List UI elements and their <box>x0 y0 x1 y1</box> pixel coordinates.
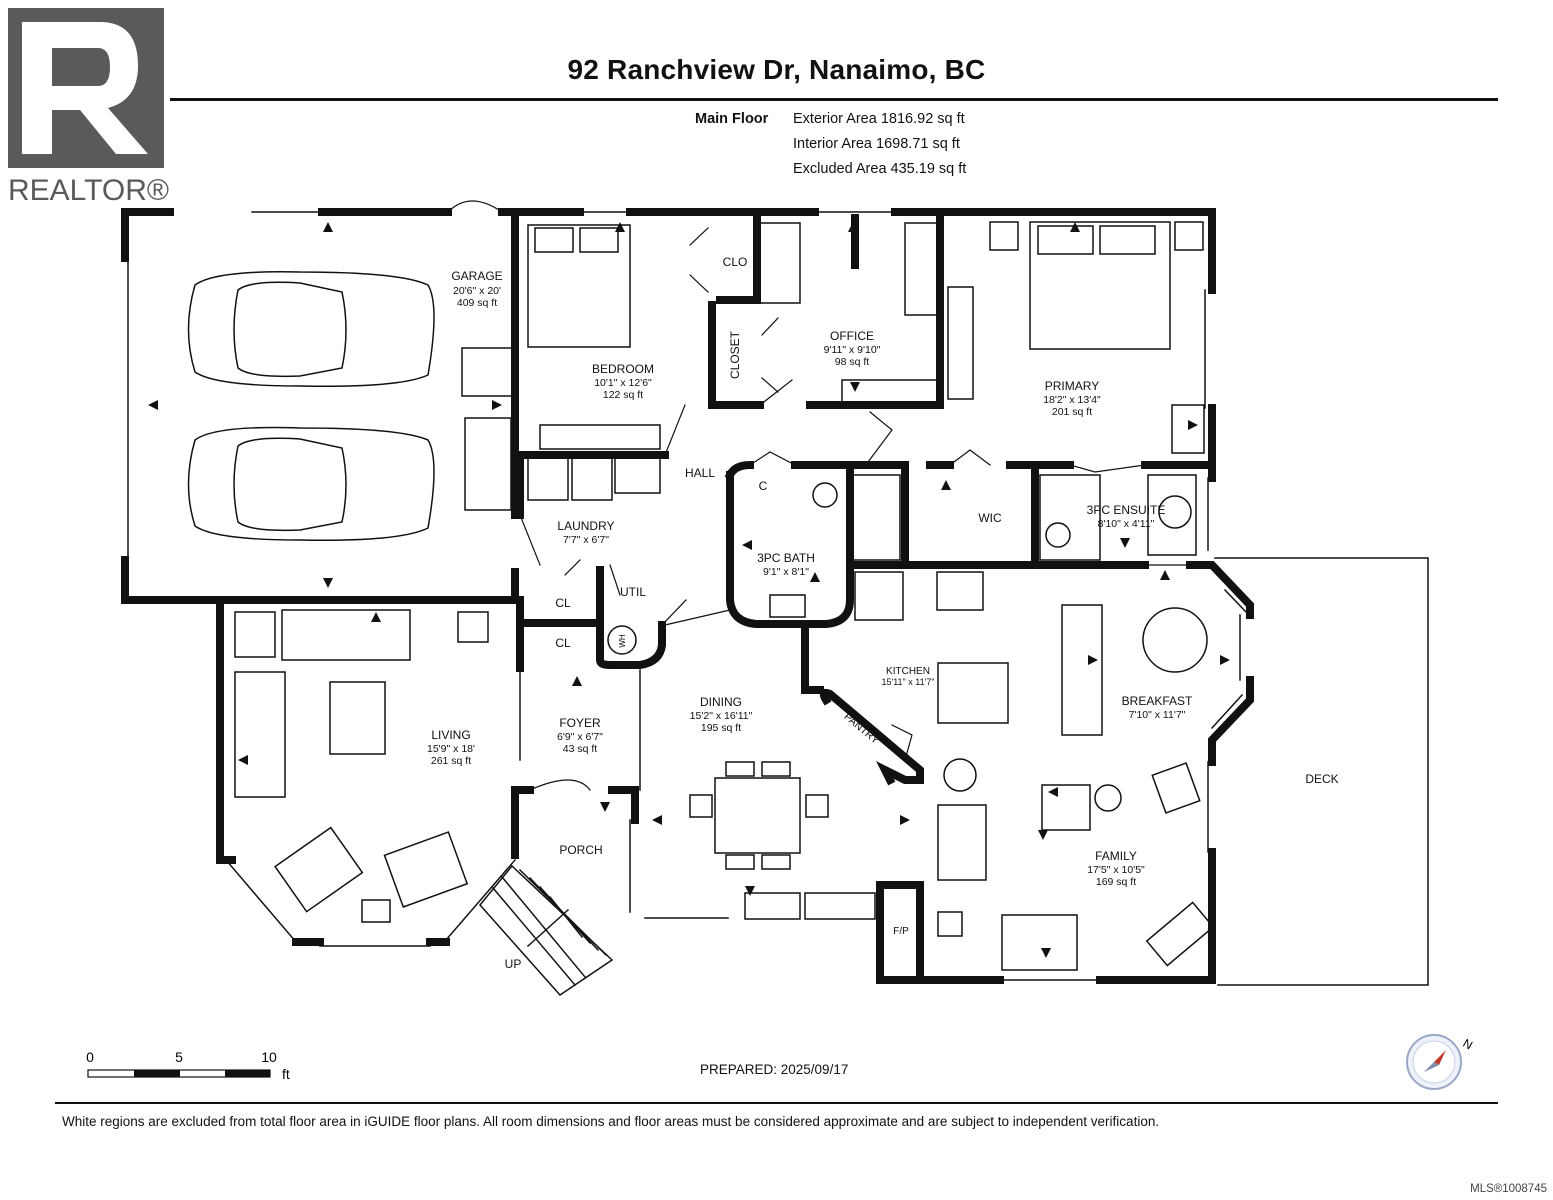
primary-dims: 18'2" x 13'4" <box>1043 394 1101 406</box>
up-label: UP <box>505 957 522 971</box>
deck-label: DECK <box>1305 772 1338 786</box>
kitchen-label: KITCHEN <box>886 666 930 677</box>
floor-label: Main Floor <box>695 111 769 127</box>
foyer-dims: 6'9" x 6'7" <box>557 731 603 743</box>
cl-label-1: CL <box>555 596 571 610</box>
bedroom-area: 122 sq ft <box>603 389 643 401</box>
footer-divider <box>55 1102 1498 1104</box>
porch-stairs <box>479 864 614 996</box>
scale-label-5: 5 <box>175 1049 183 1065</box>
living-label: LIVING <box>431 728 470 742</box>
compass-icon: N <box>1406 1034 1475 1090</box>
scale-unit: ft <box>282 1066 290 1082</box>
bath-dims: 9'1" x 8'1" <box>763 566 809 578</box>
util-label: UTIL <box>620 585 646 599</box>
clo-label: CLO <box>723 255 748 269</box>
window-markers <box>148 222 1230 958</box>
dining-dims: 15'2" x 16'11" <box>690 710 753 722</box>
office-area: 98 sq ft <box>835 356 870 368</box>
exterior-area: Exterior Area 1816.92 sq ft <box>793 111 965 127</box>
disclaimer-text: White regions are excluded from total fl… <box>62 1114 1160 1129</box>
compass-north: N <box>1461 1036 1475 1052</box>
hall-label: HALL <box>685 466 715 480</box>
excluded-area: Excluded Area 435.19 sq ft <box>793 161 967 177</box>
living-area: 261 sq ft <box>431 755 471 767</box>
bath-label: 3PC BATH <box>757 551 815 565</box>
kitchen-dims: 15'11" x 11'7" <box>881 677 934 687</box>
garage-dims: 20'6" x 20' <box>453 285 501 297</box>
closet-label: CLOSET <box>728 330 742 379</box>
deck-outline <box>1214 557 1429 986</box>
porch-label: PORCH <box>559 843 602 857</box>
realtor-logo: REALTOR® <box>8 8 180 208</box>
realtor-text: REALTOR® <box>8 174 169 207</box>
breakfast-label: BREAKFAST <box>1122 694 1193 708</box>
primary-label: PRIMARY <box>1045 379 1099 393</box>
ensuite-dims: 8'10" x 4'11" <box>1098 518 1155 530</box>
cl-label-2: CL <box>555 636 571 650</box>
fp-label: F/P <box>893 926 909 937</box>
window-lines <box>127 211 1248 981</box>
laundry-label: LAUNDRY <box>557 519 614 533</box>
title-divider <box>170 98 1498 101</box>
family-label: FAMILY <box>1095 849 1137 863</box>
realtor-r-logo: REALTOR® <box>8 8 169 207</box>
bedroom-label: BEDROOM <box>592 362 654 376</box>
family-dims: 17'5" x 10'5" <box>1087 864 1145 876</box>
wh-label: WH <box>618 634 627 648</box>
office-label: OFFICE <box>830 329 874 343</box>
scale-label-10: 10 <box>261 1049 277 1065</box>
breakfast-dims: 7'10" x 11'7" <box>1129 709 1186 721</box>
prepared-date: PREPARED: 2025/09/17 <box>700 1062 849 1077</box>
interior-area: Interior Area 1698.71 sq ft <box>793 136 960 152</box>
garage-area: 409 sq ft <box>457 297 497 309</box>
office-dims: 9'11" x 9'10" <box>824 344 881 356</box>
laundry-dims: 7'7" x 6'7" <box>563 534 609 546</box>
family-area: 169 sq ft <box>1096 876 1136 888</box>
scale-label-0: 0 <box>86 1049 94 1065</box>
bedroom-dims: 10'1" x 12'6" <box>594 377 652 389</box>
scale-bar: 0 5 10 ft <box>86 1049 290 1082</box>
garage-cars <box>187 271 435 541</box>
garage-label: GARAGE <box>451 269 502 283</box>
wic-label: WIC <box>978 511 1002 525</box>
doors <box>447 200 1191 791</box>
living-dims: 15'9" x 18' <box>427 743 475 755</box>
primary-area: 201 sq ft <box>1052 406 1092 418</box>
foyer-label: FOYER <box>559 716 601 730</box>
property-title: 92 Ranchview Dr, Nanaimo, BC <box>567 54 986 85</box>
walls <box>121 208 1254 984</box>
ensuite-label: 3PC ENSUITE <box>1087 503 1166 517</box>
mls-number: MLS®1008745 <box>1470 1183 1547 1195</box>
furniture <box>234 221 1215 971</box>
dining-area: 195 sq ft <box>701 722 741 734</box>
c-label: C <box>759 479 768 493</box>
dining-label: DINING <box>700 695 742 709</box>
foyer-area: 43 sq ft <box>563 743 598 755</box>
